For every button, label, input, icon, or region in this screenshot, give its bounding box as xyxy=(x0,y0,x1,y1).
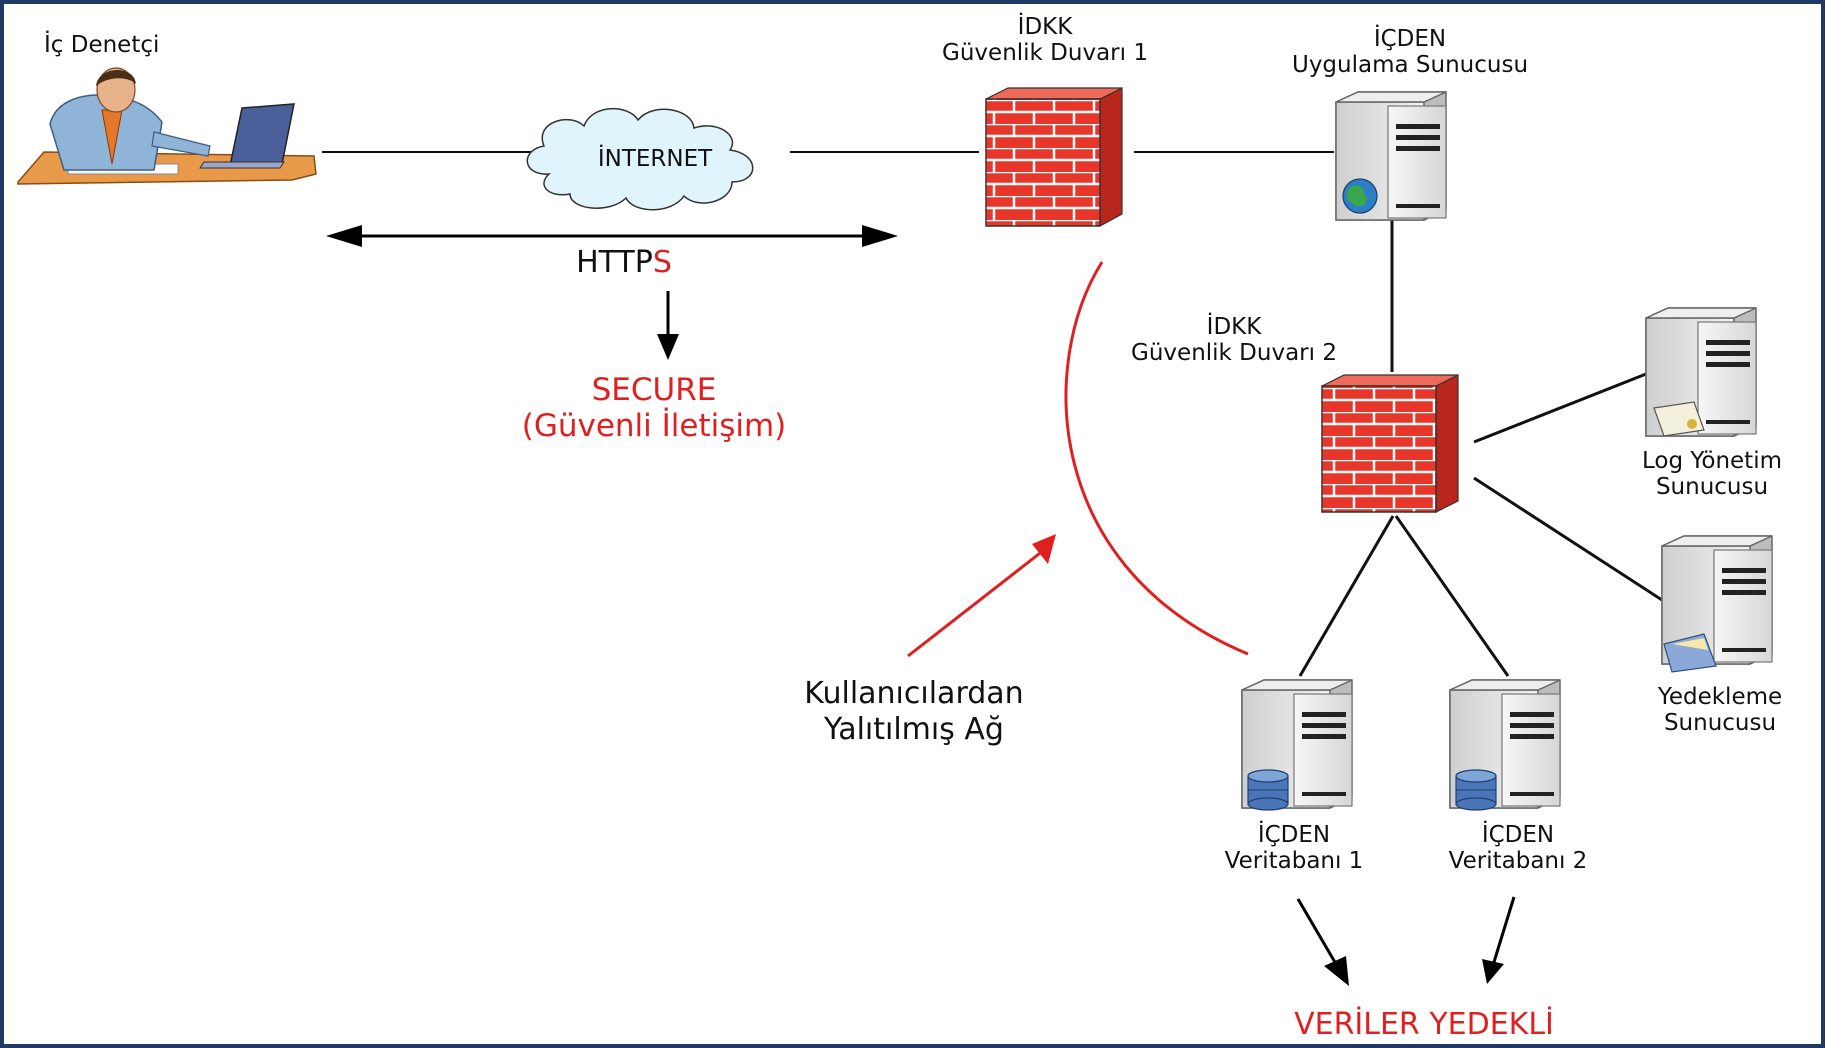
firewall-1-icon xyxy=(985,87,1123,228)
auditor-label: İç Denetçi xyxy=(44,32,160,58)
https-label-http: HTTP xyxy=(576,245,653,280)
log-server-label: Log Yönetim Sunucusu xyxy=(1604,448,1820,500)
firewall-1-label-line2: Güvenlik Duvarı 1 xyxy=(942,40,1148,66)
app-server-label-line1: İÇDEN xyxy=(1373,26,1447,52)
isolation-arc xyxy=(1064,261,1249,656)
internet-label: İNTERNET xyxy=(597,146,713,172)
backup-server-label-line1: Yedekleme xyxy=(1657,684,1783,710)
secure-label-line1: SECURE xyxy=(591,372,717,408)
diagram-graphics xyxy=(17,67,1773,986)
firewall-2-label-line1: İDKK xyxy=(1206,314,1262,340)
network-diagram: İç Denetçi İNTERNET İDKK Güvenlik Duvarı… xyxy=(4,4,1821,1044)
log-server-icon xyxy=(1645,307,1757,437)
db2-backup-arrow xyxy=(1482,896,1516,984)
app-server-icon xyxy=(1335,91,1447,221)
app-server-label-line2: Uygulama Sunucusu xyxy=(1291,52,1529,78)
isolated-network-label-line1: Kullanıcılardan xyxy=(804,676,1024,711)
firewall-2-label: İDKK Güvenlik Duvarı 2 xyxy=(1084,314,1384,366)
link-firewall2-backupserver xyxy=(1473,476,1663,602)
secure-label-line2: (Güvenli İletişim) xyxy=(521,408,787,444)
https-double-arrow xyxy=(326,225,898,247)
https-label: HTTPS xyxy=(544,246,704,280)
db1-server-icon xyxy=(1241,679,1353,811)
backup-note-label: VERİLER YEDEKLİ xyxy=(1294,1007,1554,1042)
isolated-network-label-line2: Yalıtılmış Ağ xyxy=(824,712,1004,747)
db2-label-line1: İÇDEN xyxy=(1481,822,1555,848)
log-server-label-line2: Sunucusu xyxy=(1655,474,1769,500)
https-label-s: S xyxy=(652,245,672,280)
db1-backup-arrow xyxy=(1296,898,1349,986)
link-firewall2-db1 xyxy=(1298,515,1395,677)
log-server-label-line1: Log Yönetim xyxy=(1642,448,1782,474)
db2-server-icon xyxy=(1449,679,1561,811)
db1-label-line2: Veritabanı 1 xyxy=(1224,848,1364,874)
app-server-label: İÇDEN Uygulama Sunucusu xyxy=(1250,26,1570,78)
firewall-1-label: İDKK Güvenlik Duvarı 1 xyxy=(900,14,1190,66)
db2-label: İÇDEN Veritabanı 2 xyxy=(1408,822,1628,874)
internet-cloud-icon xyxy=(526,107,754,211)
db1-label: İÇDEN Veritabanı 1 xyxy=(1184,822,1404,874)
link-firewall2-logserver xyxy=(1473,372,1647,444)
secure-label: SECURE (Güvenli İletişim) xyxy=(464,372,844,444)
link-firewall2-db2 xyxy=(1394,515,1510,677)
isolation-pointer-arrow xyxy=(907,534,1056,658)
backup-server-label: Yedekleme Sunucusu xyxy=(1620,684,1820,736)
backup-server-label-line2: Sunucusu xyxy=(1663,710,1777,736)
auditor-person-icon xyxy=(17,67,317,185)
firewall-2-label-line2: Güvenlik Duvarı 2 xyxy=(1131,340,1337,366)
db2-label-line2: Veritabanı 2 xyxy=(1448,848,1588,874)
firewall-2-icon xyxy=(1321,374,1459,513)
db1-label-line1: İÇDEN xyxy=(1257,822,1331,848)
secure-down-arrow xyxy=(657,291,679,360)
firewall-1-label-line1: İDKK xyxy=(1017,14,1073,40)
backup-server-icon xyxy=(1661,535,1773,673)
isolated-network-label: Kullanıcılardan Yalıtılmış Ağ xyxy=(734,676,1094,748)
